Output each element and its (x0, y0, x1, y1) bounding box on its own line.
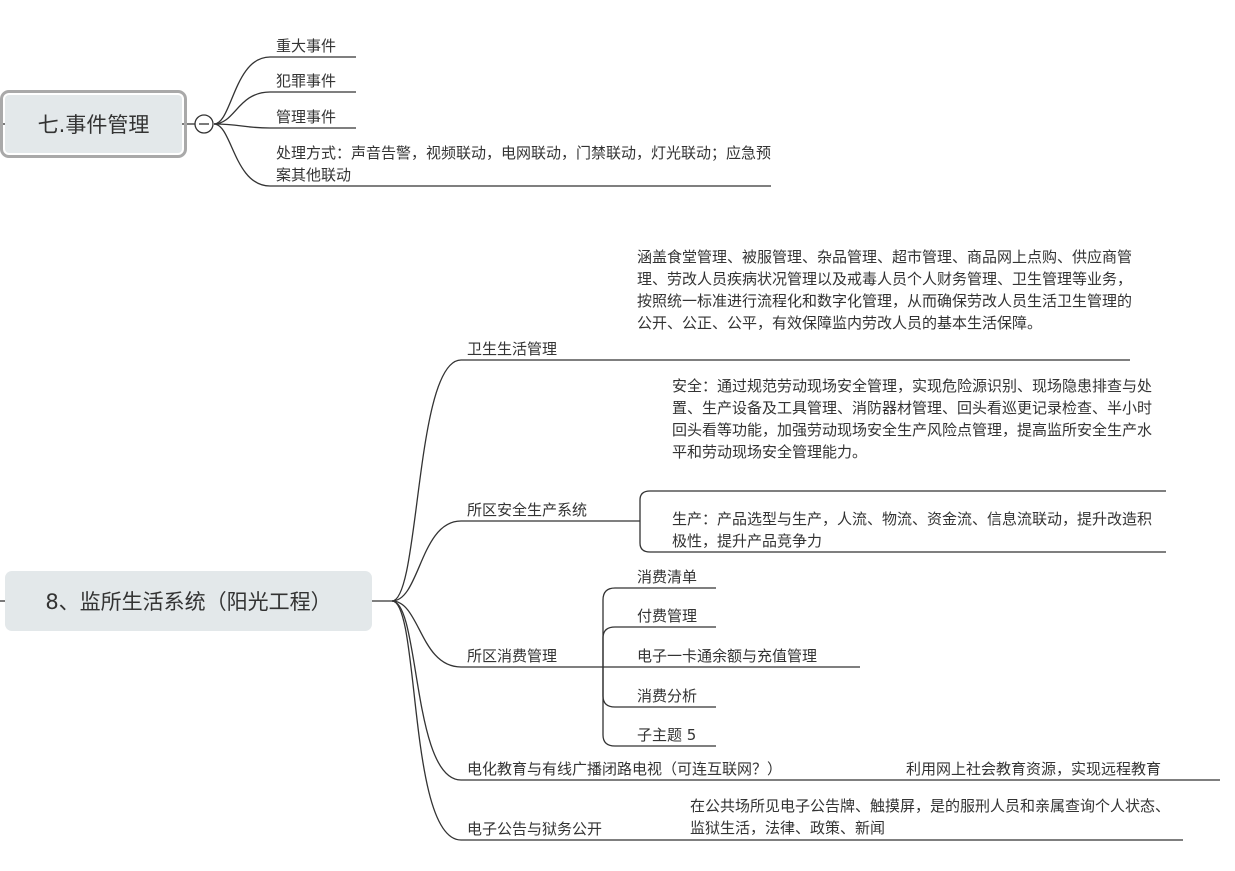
consumption-item-analysis[interactable]: 消费分析 (637, 687, 698, 705)
safety-label[interactable]: 所区安全生产系统 (467, 501, 588, 519)
consumption-item-card[interactable]: 电子一卡通余额与充值管理 (637, 647, 818, 665)
event-management-topic[interactable]: 七.事件管理 (0, 90, 187, 158)
event-branch-4 (213, 123, 771, 187)
safety-safe-desc[interactable]: 安全：通过规范劳动现场安全管理，实现危险源识别、现场隐患排查与处置、生产设备及工… (672, 377, 1153, 461)
life-branch-hygiene (391, 359, 597, 602)
event-child-major[interactable]: 重大事件 (276, 37, 337, 55)
consumption-item-subtopic5[interactable]: 子主题 5 (637, 726, 697, 744)
consumption-item-list[interactable]: 消费清单 (637, 568, 698, 586)
safety-sub-safe (639, 490, 1166, 521)
hygiene-label[interactable]: 卫生生活管理 (467, 340, 558, 358)
education-desc[interactable]: 利用网上社会教育资源，实现远程教育 (906, 760, 1162, 778)
safety-sub-production (639, 521, 1166, 553)
consumption-sub-5 (602, 667, 716, 747)
life-branch-consumption (391, 600, 603, 668)
event-child-handling[interactable]: 处理方式：声音告警，视频联动，电网联动，门禁联动，灯光联动；应急预案其他联动 (276, 144, 772, 184)
bulletin-desc[interactable]: 在公共场所见电子公告牌、触摸屏，是的服刑人员和亲属查询个人状态、监狱生活，法律、… (690, 797, 1171, 837)
minus-circle-icon[interactable] (194, 114, 214, 134)
hygiene-desc[interactable]: 涵盖食堂管理、被服管理、杂品管理、超市管理、商品网上点购、供应商管理、劳改人员疾… (637, 248, 1133, 332)
consumption-item-payment[interactable]: 付费管理 (637, 607, 698, 625)
prison-life-topic[interactable]: 8、监所生活系统（阳光工程） (5, 571, 372, 631)
event-branch-1 (213, 56, 356, 125)
life-branch-safety (391, 520, 640, 602)
life-branch-bulletin (391, 600, 690, 841)
consumption-sub-2 (602, 626, 716, 667)
bulletin-label[interactable]: 电子公告与狱务公开 (467, 820, 603, 838)
life-branch-education (391, 600, 900, 781)
education-label[interactable]: 电化教育与有线广播闭路电视（可连互联网？） (467, 760, 783, 778)
event-child-crime[interactable]: 犯罪事件 (276, 72, 337, 90)
consumption-sub-1 (602, 587, 716, 667)
event-child-management[interactable]: 管理事件 (276, 108, 337, 126)
safety-production-desc[interactable]: 生产：产品选型与生产，人流、物流、资金流、信息流联动，提升改造积极性，提升产品竞… (672, 510, 1153, 550)
consumption-label[interactable]: 所区消费管理 (467, 647, 558, 665)
event-branch-2 (213, 91, 356, 125)
event-branch-3 (213, 123, 356, 129)
